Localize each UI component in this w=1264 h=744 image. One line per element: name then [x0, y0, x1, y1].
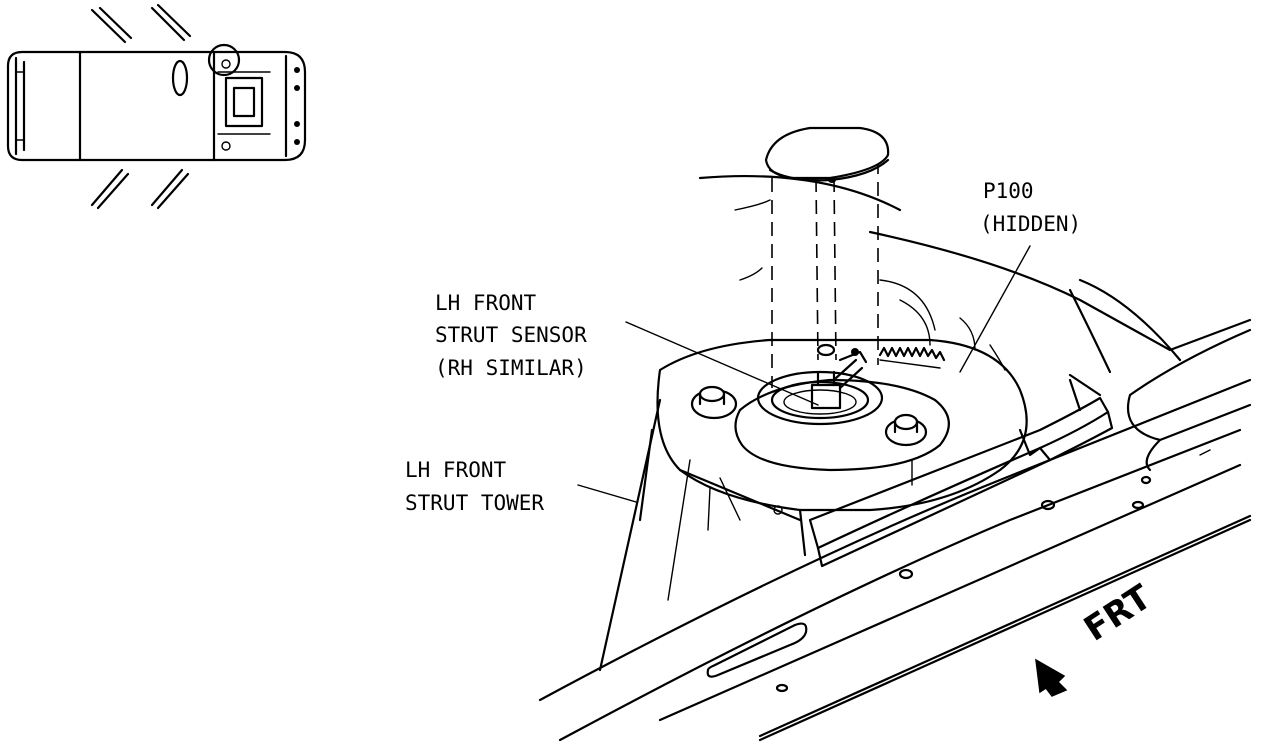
strut-sensor-exploded-cap — [764, 126, 890, 388]
tower-leader-line — [577, 484, 637, 503]
p100-leader-line — [959, 245, 1031, 373]
p100-hidden-label: (HIDDEN) — [980, 212, 1081, 236]
tower-label-line2: STRUT TOWER — [405, 491, 544, 515]
strut-tower-illustration — [538, 126, 1252, 742]
strut-sensor-connector — [810, 348, 868, 410]
sensor-label-line3: (RH SIMILAR) — [435, 356, 587, 380]
strut-sensor-callout: LH FRONT STRUT SENSOR (RH SIMILAR) — [435, 291, 587, 380]
strut-mount-bolt — [816, 343, 836, 357]
sensor-label-line2: STRUT SENSOR — [435, 323, 587, 347]
forward-direction-arrow-icon — [1035, 658, 1068, 697]
vehicle-top-view-locator-icon — [6, 3, 307, 210]
sensor-leader-line — [625, 321, 819, 406]
strut-tower-callout: LH FRONT STRUT TOWER — [405, 458, 544, 515]
tower-label-line1: LH FRONT — [405, 458, 507, 482]
strut-mount-bolt — [690, 385, 738, 420]
sensor-label-line1: LH FRONT — [435, 291, 537, 315]
p100-hidden-callout: P100 (HIDDEN) — [980, 179, 1081, 236]
p100-label: P100 — [983, 179, 1034, 203]
strut-mount-bolt — [884, 413, 928, 447]
front-direction-indicator: FRT — [1035, 577, 1159, 697]
